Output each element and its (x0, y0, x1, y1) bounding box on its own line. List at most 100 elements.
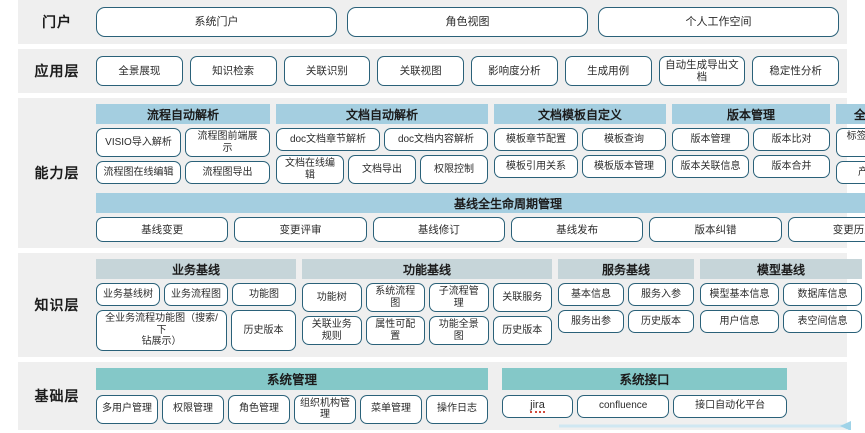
layer-label-knowledge: 知识层 (34, 296, 80, 313)
application-button-1[interactable]: 知识检索 (189, 56, 277, 87)
group-rows-3: 模型基本信息数据库信息用户信息表空间信息 (700, 283, 862, 334)
pill-button-2-1-1[interactable]: 模板版本管理 (582, 155, 666, 179)
pill-button-0-1-0[interactable]: 全业务流程功能图（搜索/下 钻展示） (96, 310, 227, 351)
band-button-4[interactable]: 版本纠错 (649, 217, 782, 243)
pill-button-2-1-0[interactable]: 模板引用关系 (494, 155, 578, 179)
band-button-0[interactable]: 基线变更 (96, 217, 229, 243)
band-button-1[interactable]: 变更评审 (234, 217, 367, 243)
pill-button-0-0-0[interactable]: 业务基线树 (96, 283, 160, 307)
pill-button-1-1-3[interactable]: 历史版本 (492, 316, 552, 346)
pill-button-1-1-2[interactable]: 功能全景图 (429, 316, 489, 346)
pill-button-1-0-0[interactable]: 功能树 (302, 283, 362, 313)
pill-button-0-0-0[interactable]: 多用户管理 (96, 394, 158, 424)
application-button-4[interactable]: 影响度分析 (471, 56, 558, 87)
portal-button-1[interactable]: 角色视图 (347, 7, 588, 37)
pill-button-0-0-3[interactable]: 组织机构管理 (294, 394, 356, 424)
pill-button-1-0-3[interactable]: 关联服务 (492, 283, 552, 313)
layer-row-portal: 门户 系统门户角色视图个人工作空间 (18, 0, 847, 44)
pill-button-4-1-0[interactable]: 产品管理 (836, 161, 865, 185)
group-rows-0: VISIO导入解析流程图前端展 示流程图在线编辑流程图导出 (96, 128, 270, 185)
group-line-0: 功能树系统流程图子流程管理关联服务 (302, 283, 552, 313)
pill-button-0-0-4[interactable]: 菜单管理 (360, 394, 422, 424)
layer-body-portal: 系统门户角色视图个人工作空间 (96, 0, 847, 44)
pill-button-1-0-0[interactable]: doc文档章节解析 (276, 128, 380, 152)
group-knowledge-2: 服务基线基本信息服务入参服务出参历史版本 (558, 259, 694, 334)
pill-button-1-1-0[interactable]: 关联业务规则 (302, 316, 362, 346)
pill-button-0-0-0[interactable]: VISIO导入解析 (96, 128, 181, 158)
group-line-1: 全业务流程功能图（搜索/下 钻展示）历史版本 (96, 310, 296, 351)
group-title-2: 文档模板自定义 (494, 104, 666, 125)
pill-button-3-1-0[interactable]: 用户信息 (700, 310, 779, 334)
group-rows-2: 基本信息服务入参服务出参历史版本 (558, 283, 694, 334)
pill-button-0-0-2[interactable]: 角色管理 (228, 394, 290, 424)
pill-button-0-0-2[interactable]: 功能图 (232, 283, 296, 307)
pill-button-0-0-1[interactable]: 流程图前端展 示 (185, 128, 270, 158)
pill-button-2-0-1[interactable]: 模板查询 (582, 128, 666, 152)
pill-button-2-0-1[interactable]: 服务入参 (628, 283, 694, 307)
band-button-3[interactable]: 基线发布 (510, 217, 644, 243)
group-line-1: 用户信息表空间信息 (700, 310, 862, 334)
pill-button-1-0-2[interactable]: 子流程管理 (429, 283, 489, 313)
group-line-1: 文档在线编辑文档导出权限控制 (276, 155, 488, 185)
group-rows-4: 标签管理/自定 义产品管理 (836, 128, 865, 185)
layer-label-portal: 门户 (42, 14, 72, 30)
application-button-7[interactable]: 稳定性分析 (752, 56, 839, 87)
pill-button-3-1-1[interactable]: 版本合并 (753, 155, 830, 179)
group-rows-1: 功能树系统流程图子流程管理关联服务关联业务规则属性可配置功能全景图历史版本 (302, 283, 552, 346)
pill-button-1-1-2[interactable]: 权限控制 (420, 155, 488, 185)
pill-button-3-0-1[interactable]: 数据库信息 (783, 283, 862, 307)
pill-button-0-0-5[interactable]: 操作日志 (426, 394, 488, 424)
pill-button-0-1-0[interactable]: 流程图在线编辑 (96, 161, 181, 185)
pill-button-2-1-1[interactable]: 历史版本 (628, 310, 694, 334)
pill-button-1-1-1[interactable]: 文档导出 (348, 155, 416, 185)
pill-button-0-1-1[interactable]: 流程图导出 (185, 161, 270, 185)
group-rows-3: 版本管理版本比对版本关联信息版本合并 (672, 128, 830, 179)
pill-button-1-0-2[interactable]: 接口自动化平台 (673, 394, 787, 418)
band-button-2[interactable]: 基线修订 (372, 217, 505, 243)
group-line-0: 版本管理版本比对 (672, 128, 830, 152)
pill-button-1-0-1[interactable]: 系统流程图 (365, 283, 425, 313)
pill-button-3-0-1[interactable]: 版本比对 (753, 128, 830, 152)
pill-button-3-1-1[interactable]: 表空间信息 (783, 310, 862, 334)
application-button-0[interactable]: 全景展现 (96, 56, 183, 87)
pill-button-3-0-0[interactable]: 版本管理 (672, 128, 749, 152)
group-title-0: 系统管理 (96, 367, 488, 390)
pill-button-1-1-1[interactable]: 属性可配置 (365, 316, 425, 346)
group-line-0: 基本信息服务入参 (558, 283, 694, 307)
application-button-2[interactable]: 关联识别 (283, 56, 371, 87)
group-base-0: 系统管理多用户管理权限管理角色管理组织机构管理菜单管理操作日志 (96, 367, 488, 424)
group-capability-3: 版本管理版本管理版本比对版本关联信息版本合并 (672, 104, 830, 179)
pill-button-4-0-0[interactable]: 标签管理/自定 义 (836, 128, 865, 158)
pill-button-0-1-1[interactable]: 历史版本 (231, 310, 296, 351)
band-button-5[interactable]: 变更历史 (787, 217, 865, 243)
portal-button-2[interactable]: 个人工作空间 (598, 7, 839, 37)
pill-button-1-0-1[interactable]: confluence (576, 394, 670, 418)
application-button-3[interactable]: 关联视图 (377, 56, 464, 87)
group-line-0: VISIO导入解析流程图前端展 示 (96, 128, 270, 158)
knowledge-groups: 业务基线业务基线树业务流程图功能图全业务流程功能图（搜索/下 钻展示）历史版本功… (96, 259, 862, 351)
pill-button-1-1-0[interactable]: 文档在线编辑 (276, 155, 344, 185)
application-button-5[interactable]: 生成用例 (564, 56, 652, 87)
application-button-6[interactable]: 自动生成导出文档 (658, 56, 746, 87)
pill-button-2-1-0[interactable]: 服务出参 (558, 310, 624, 334)
pill-button-2-0-0[interactable]: 模板章节配置 (494, 128, 578, 152)
portal-button-0[interactable]: 系统门户 (96, 7, 337, 37)
layer-body-knowledge: 业务基线业务基线树业务流程图功能图全业务流程功能图（搜索/下 钻展示）历史版本功… (96, 253, 865, 357)
pill-button-2-0-0[interactable]: 基本信息 (558, 283, 624, 307)
pill-button-0-0-1[interactable]: 业务流程图 (164, 283, 228, 307)
group-title-3: 模型基线 (700, 259, 862, 280)
pill-button-3-1-0[interactable]: 版本关联信息 (672, 155, 749, 179)
group-line-1: 产品管理 (836, 161, 865, 185)
pill-button-1-0-1[interactable]: doc文档内容解析 (384, 128, 488, 152)
pill-button-0-0-1[interactable]: 权限管理 (162, 394, 224, 424)
group-line-1: 关联业务规则属性可配置功能全景图历史版本 (302, 316, 552, 346)
pill-button-1-0-0[interactable]: jira (502, 394, 573, 418)
pill-button-3-0-0[interactable]: 模型基本信息 (700, 283, 779, 307)
